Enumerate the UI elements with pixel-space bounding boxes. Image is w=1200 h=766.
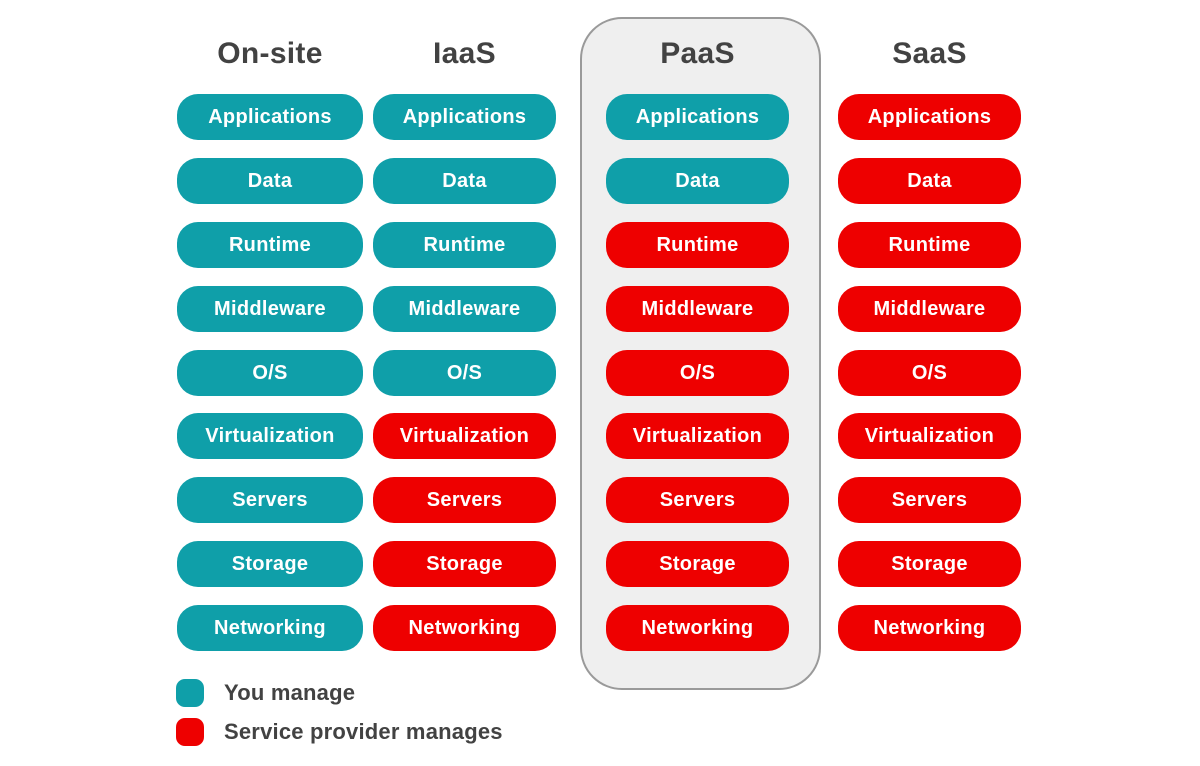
- layer-pill-on-site-virtualization: Virtualization: [177, 413, 363, 459]
- layer-pill-saas-networking: Networking: [838, 605, 1021, 651]
- provider-manages-swatch: [176, 718, 204, 746]
- layer-pill-iaas-runtime: Runtime: [373, 222, 556, 268]
- legend-label-provider-manages: Service provider manages: [224, 719, 503, 744]
- layer-pill-saas-virtualization: Virtualization: [838, 413, 1021, 459]
- layer-pill-saas-data: Data: [838, 158, 1021, 204]
- layer-pill-on-site-runtime: Runtime: [177, 222, 363, 268]
- layer-pill-iaas-virtualization: Virtualization: [373, 413, 556, 459]
- layer-pill-paas-networking: Networking: [606, 605, 789, 651]
- layer-pill-saas-middleware: Middleware: [838, 286, 1021, 332]
- legend-item-provider-manages: Service provider manages: [176, 718, 503, 746]
- layer-pill-on-site-networking: Networking: [177, 605, 363, 651]
- layer-pill-iaas-o-s: O/S: [373, 350, 556, 396]
- layer-pill-saas-runtime: Runtime: [838, 222, 1021, 268]
- layer-pill-on-site-storage: Storage: [177, 541, 363, 587]
- layer-pill-iaas-middleware: Middleware: [373, 286, 556, 332]
- legend-label-you-manage: You manage: [224, 680, 356, 705]
- layer-pill-iaas-storage: Storage: [373, 541, 556, 587]
- layer-pill-saas-servers: Servers: [838, 477, 1021, 523]
- column-header-saas: SaaS: [892, 37, 967, 70]
- layer-pill-paas-o-s: O/S: [606, 350, 789, 396]
- layer-pill-on-site-middleware: Middleware: [177, 286, 363, 332]
- layer-pill-iaas-data: Data: [373, 158, 556, 204]
- layer-pill-paas-virtualization: Virtualization: [606, 413, 789, 459]
- legend-item-you-manage: You manage: [176, 679, 503, 707]
- layer-pill-saas-applications: Applications: [838, 94, 1021, 140]
- you-manage-swatch: [176, 679, 204, 707]
- layer-pill-on-site-servers: Servers: [177, 477, 363, 523]
- column-header-paas: PaaS: [660, 37, 735, 70]
- layer-pill-paas-servers: Servers: [606, 477, 789, 523]
- layer-pill-iaas-networking: Networking: [373, 605, 556, 651]
- layer-pill-saas-storage: Storage: [838, 541, 1021, 587]
- layer-pill-on-site-applications: Applications: [177, 94, 363, 140]
- layer-pill-paas-runtime: Runtime: [606, 222, 789, 268]
- layer-pill-iaas-servers: Servers: [373, 477, 556, 523]
- layer-pill-iaas-applications: Applications: [373, 94, 556, 140]
- column-header-iaas: IaaS: [433, 37, 496, 70]
- layer-pill-saas-o-s: O/S: [838, 350, 1021, 396]
- column-header-on-site: On-site: [217, 37, 323, 70]
- legend: You manage Service provider manages: [176, 679, 503, 746]
- layer-pill-on-site-o-s: O/S: [177, 350, 363, 396]
- layer-pill-paas-middleware: Middleware: [606, 286, 789, 332]
- layer-pill-paas-applications: Applications: [606, 94, 789, 140]
- layer-pill-paas-data: Data: [606, 158, 789, 204]
- layer-pill-on-site-data: Data: [177, 158, 363, 204]
- layer-pill-paas-storage: Storage: [606, 541, 789, 587]
